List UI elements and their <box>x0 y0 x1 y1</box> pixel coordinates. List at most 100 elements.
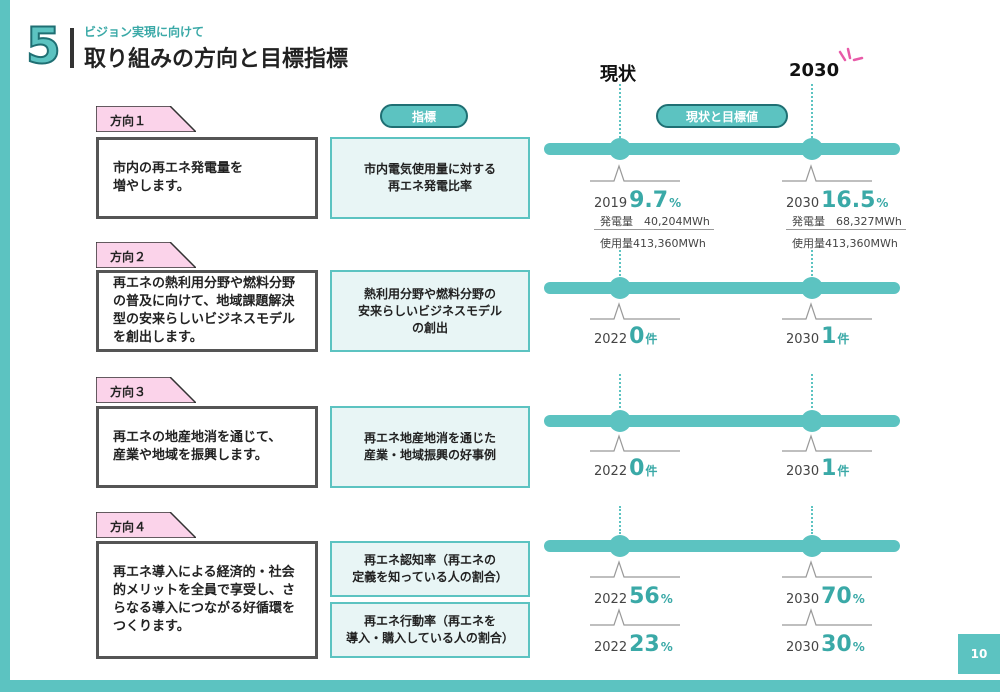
current-guide-line <box>619 250 621 276</box>
current-generation-detail: 発電量 40,204MWh <box>600 215 710 228</box>
current-guide-line <box>619 374 621 408</box>
target-guide-line <box>811 84 813 142</box>
target-unit: 件 <box>837 464 850 478</box>
direction-3-description: 再エネの地産地消を通じて、 産業や地域を振興します。 <box>96 406 318 488</box>
target-value-4a: 203070% <box>786 584 865 609</box>
section-number: 5 <box>25 17 62 75</box>
direction-4-description: 再エネ導入による経済的・社会 的メリットを全員で享受し、さ らなる導入につながる… <box>96 541 318 659</box>
fraction-line <box>594 229 714 230</box>
current-pointer-line <box>590 302 680 320</box>
current-marker-dot <box>609 138 631 160</box>
current-number: 0 <box>629 324 645 349</box>
current-value-3: 20220件 <box>594 456 657 481</box>
target-year: 2030 <box>786 332 820 347</box>
indicator-4b-box: 再エネ行動率（再エネを 導入・購入している人の割合） <box>330 602 530 658</box>
current-pointer-line <box>590 164 680 182</box>
indicator-2-box: 熱利用分野や燃料分野の 安来らしいビジネスモデル の創出 <box>330 270 530 352</box>
target-value-1: 203016.5% <box>786 188 888 213</box>
target-number: 70 <box>821 584 852 609</box>
bottom-accent-strip <box>0 680 1000 692</box>
current-number: 9.7 <box>629 188 669 213</box>
timeline-track-3 <box>544 415 900 427</box>
current-number: 23 <box>629 632 660 657</box>
target-number: 30 <box>821 632 852 657</box>
target-column-label: 2030 <box>789 60 840 81</box>
current-pointer-line <box>590 434 680 452</box>
current-pointer-line <box>590 608 680 626</box>
target-value-2: 20301件 <box>786 324 849 349</box>
current-guide-line <box>619 506 621 534</box>
current-year: 2022 <box>594 332 628 347</box>
current-marker-dot <box>609 410 631 432</box>
target-generation-detail: 発電量 68,327MWh <box>792 215 902 228</box>
direction-3-tab: 方向３ <box>96 377 196 403</box>
target-number: 16.5 <box>821 188 876 213</box>
target-guide-line <box>811 506 813 534</box>
page-title: 取り組みの方向と目標指標 <box>84 47 349 72</box>
current-unit: % <box>660 592 673 606</box>
current-unit: % <box>669 196 682 210</box>
target-marker-dot <box>801 535 823 557</box>
direction-2-tab: 方向２ <box>96 242 196 268</box>
target-unit: % <box>852 592 865 606</box>
header-divider <box>70 28 74 68</box>
target-year: 2030 <box>786 464 820 479</box>
current-value-1: 20199.7% <box>594 188 681 213</box>
target-marker-dot <box>801 410 823 432</box>
current-unit: % <box>660 640 673 654</box>
target-unit: 件 <box>837 332 850 346</box>
direction-2-label: 方向２ <box>110 250 147 264</box>
target-marker-dot <box>801 277 823 299</box>
current-year: 2022 <box>594 592 628 607</box>
current-number: 0 <box>629 456 645 481</box>
direction-1-label: 方向１ <box>110 114 147 128</box>
direction-2-description: 再エネの熱利用分野や燃料分野 の普及に向けて、地域課題解決 型の安来らしいビジネ… <box>96 270 318 352</box>
emphasis-marks-icon <box>838 47 864 62</box>
target-value-4b: 203030% <box>786 632 865 657</box>
current-marker-dot <box>609 277 631 299</box>
target-guide-line <box>811 374 813 408</box>
target-number: 1 <box>821 324 837 349</box>
current-marker-dot <box>609 535 631 557</box>
timeline-track-2 <box>544 282 900 294</box>
current-value-4a: 202256% <box>594 584 673 609</box>
indicator-1-box: 市内電気使用量に対する 再エネ発電比率 <box>330 137 530 219</box>
target-pointer-line <box>782 560 872 578</box>
current-column-label: 現状 <box>600 64 636 85</box>
target-marker-dot <box>801 138 823 160</box>
target-pointer-line <box>782 302 872 320</box>
current-unit: 件 <box>645 332 658 346</box>
current-guide-line <box>619 84 621 142</box>
target-unit: % <box>876 196 889 210</box>
timeline-track-4 <box>544 540 900 552</box>
fraction-line <box>786 229 906 230</box>
target-usage-detail: 使用量413,360MWh <box>792 237 898 250</box>
direction-1-description: 市内の再エネ発電量を 増やします。 <box>96 137 318 219</box>
current-year: 2022 <box>594 464 628 479</box>
target-guide-line <box>811 250 813 276</box>
direction-4-label: 方向４ <box>110 520 147 534</box>
target-value-3: 20301件 <box>786 456 849 481</box>
page-number: 10 <box>958 634 1000 674</box>
timeline-track-1 <box>544 143 900 155</box>
target-unit: % <box>852 640 865 654</box>
indicator-header-pill: 指標 <box>380 104 468 128</box>
target-pointer-line <box>782 434 872 452</box>
direction-4-tab: 方向４ <box>96 512 196 538</box>
indicator-3-box: 再エネ地産地消を通じた 産業・地域振興の好事例 <box>330 406 530 488</box>
page-subtitle: ビジョン実現に向けて <box>84 25 205 39</box>
current-unit: 件 <box>645 464 658 478</box>
current-value-4b: 202223% <box>594 632 673 657</box>
target-year: 2030 <box>786 592 820 607</box>
direction-3-label: 方向３ <box>110 385 147 399</box>
target-pointer-line <box>782 164 872 182</box>
values-header-pill: 現状と目標値 <box>656 104 788 128</box>
current-usage-detail: 使用量413,360MWh <box>600 237 706 250</box>
target-year: 2030 <box>786 196 820 211</box>
current-year: 2019 <box>594 196 628 211</box>
target-year: 2030 <box>786 640 820 655</box>
current-number: 56 <box>629 584 660 609</box>
direction-1-tab: 方向１ <box>96 106 196 132</box>
left-accent-bar <box>0 0 10 692</box>
indicator-4a-box: 再エネ認知率（再エネの 定義を知っている人の割合） <box>330 541 530 597</box>
